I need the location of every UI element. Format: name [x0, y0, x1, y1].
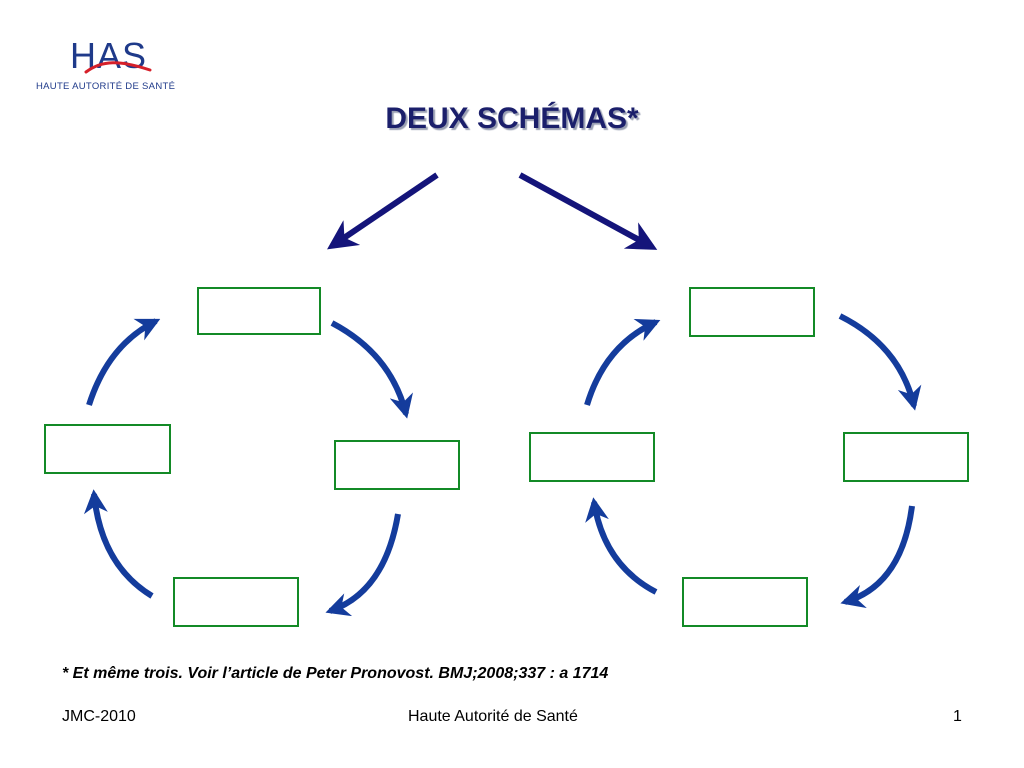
- left-box-right: [334, 440, 460, 490]
- footer-page-number: 1: [953, 708, 962, 725]
- left-cycle-arrow-1: [86, 318, 161, 406]
- right-box-top: [689, 287, 815, 337]
- top-arrow-right: [518, 172, 658, 250]
- right-box-bottom: [682, 577, 808, 627]
- logo-subtitle: HAUTE AUTORITÉ DE SANTÉ: [36, 81, 176, 92]
- top-arrow-left: [327, 172, 439, 250]
- right-box-right: [843, 432, 969, 482]
- left-cycle-arrow-3: [325, 513, 401, 617]
- right-cycle-arrow-1: [584, 318, 661, 406]
- left-cycle-arrow-4: [83, 489, 154, 599]
- left-box-bottom: [173, 577, 299, 627]
- left-box-left: [44, 424, 171, 474]
- footer-center: Haute Autorité de Santé: [408, 708, 578, 725]
- left-cycle-arrow-2: [330, 320, 413, 419]
- logo-letters: HAS: [70, 35, 148, 76]
- right-cycle-arrow-3: [840, 505, 915, 608]
- footer-left: JMC-2010: [62, 708, 136, 725]
- footnote: * Et même trois. Voir l’article de Peter…: [62, 665, 609, 682]
- right-cycle-arrow-4: [585, 497, 658, 595]
- logo-swoosh-icon: [84, 61, 152, 74]
- right-cycle-arrow-2: [838, 313, 922, 411]
- slide-title: DEUX SCHÉMAS*: [385, 102, 639, 135]
- right-box-left: [529, 432, 655, 482]
- has-logo: HAS HAUTE AUTORITÉ DE SANTÉ: [36, 36, 196, 96]
- left-box-top: [197, 287, 321, 335]
